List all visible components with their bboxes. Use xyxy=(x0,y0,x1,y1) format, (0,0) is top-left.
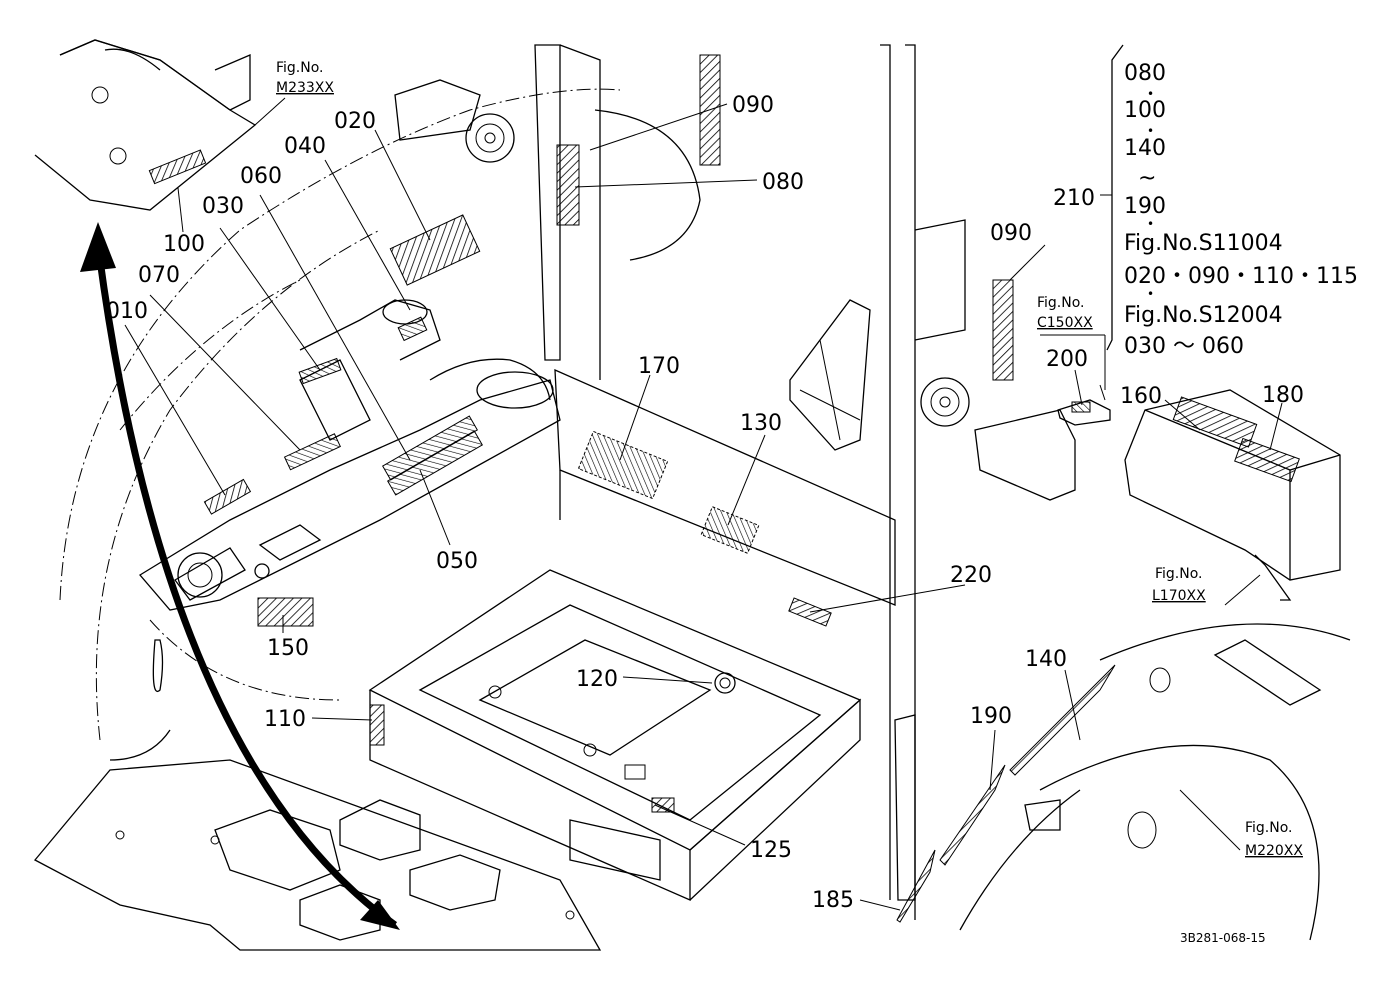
fig-ref-code-c150: C150XX xyxy=(1037,315,1093,331)
fig-ref-code-m233: M233XX xyxy=(276,80,334,96)
legend-line-2: 100 xyxy=(1124,98,1166,123)
legend-line-4: ~ xyxy=(1138,166,1156,191)
callout-100: 100 xyxy=(163,232,205,257)
callout-140: 140 xyxy=(1025,647,1067,672)
legend-line-8: Fig.No.S12004 xyxy=(1124,303,1283,328)
machine-line-art xyxy=(33,39,1351,951)
legend-dot-4: • xyxy=(1147,287,1154,301)
callout-120: 120 xyxy=(576,667,618,692)
fig-ref-code-m220: M220XX xyxy=(1245,843,1303,859)
callout-170: 170 xyxy=(638,354,680,379)
legend-dot-1: • xyxy=(1147,87,1154,101)
legend-line-1: 080 xyxy=(1124,61,1166,86)
callout-130: 130 xyxy=(740,411,782,436)
callout-200: 200 xyxy=(1046,347,1088,372)
legend-dot-3: • xyxy=(1147,217,1154,231)
callout-050: 050 xyxy=(436,549,478,574)
callout-210: 210 xyxy=(1053,186,1095,211)
callout-090-right: 090 xyxy=(990,221,1032,246)
figure-references: Fig.No. M233XX Fig.No. C150XX Fig.No. L1… xyxy=(276,60,1303,859)
callout-010: 010 xyxy=(106,299,148,324)
callout-160: 160 xyxy=(1120,384,1162,409)
callout-110: 110 xyxy=(264,707,306,732)
callout-190: 190 xyxy=(970,704,1012,729)
legend-line-5: 190 xyxy=(1124,194,1166,219)
legend-line-3: 140 xyxy=(1124,136,1166,161)
fig-ref-code-l170: L170XX xyxy=(1152,588,1206,604)
fig-ref-label-c150: Fig.No. xyxy=(1037,295,1085,311)
legend-dot-2: • xyxy=(1147,124,1154,138)
legend-block: 080 100 140 ~ 190 Fig.No.S11004 020・090・… xyxy=(1124,61,1358,359)
callout-090-top: 090 xyxy=(732,93,774,118)
callout-080: 080 xyxy=(762,170,804,195)
fig-ref-label-l170: Fig.No. xyxy=(1155,566,1203,582)
callout-060: 060 xyxy=(240,164,282,189)
callout-030: 030 xyxy=(202,194,244,219)
callout-125: 125 xyxy=(750,838,792,863)
callout-labels: 010 020 030 040 050 060 070 080 090 090 … xyxy=(106,93,1304,913)
callout-220: 220 xyxy=(950,563,992,588)
legend-line-7: 020・090・110・115 xyxy=(1124,264,1358,289)
callout-070: 070 xyxy=(138,263,180,288)
callout-040: 040 xyxy=(284,134,326,159)
callout-185: 185 xyxy=(812,888,854,913)
legend-line-9: 030 ～ 060 xyxy=(1124,334,1244,359)
fig-ref-label-m220: Fig.No. xyxy=(1245,820,1293,836)
legend-line-6: Fig.No.S11004 xyxy=(1124,231,1283,256)
callout-020: 020 xyxy=(334,109,376,134)
callout-180: 180 xyxy=(1262,383,1304,408)
fig-ref-label-m233: Fig.No. xyxy=(276,60,324,76)
callout-150: 150 xyxy=(267,636,309,661)
drawing-code: 3B281-068-15 xyxy=(1180,931,1266,945)
leader-lines xyxy=(124,97,1283,911)
